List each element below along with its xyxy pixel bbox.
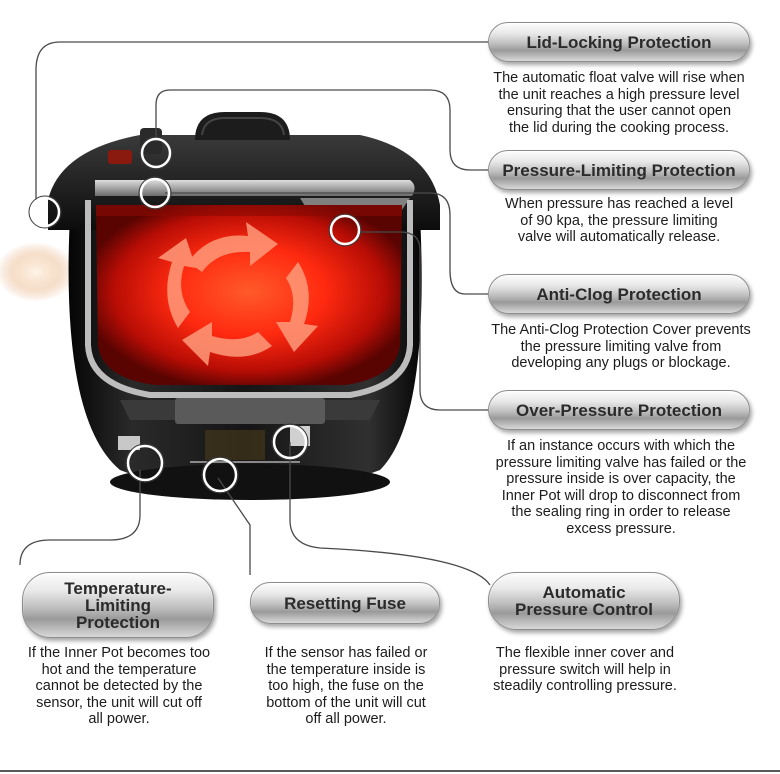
ring-temperature xyxy=(126,444,164,482)
temperature-limiting-description: If the Inner Pot becomes too hot and the… xyxy=(27,645,211,728)
over-pressure-description: If an instance occurs with which the pre… xyxy=(495,438,747,537)
ring-over-pressure xyxy=(329,214,361,246)
inner-cover xyxy=(95,180,415,196)
cooker-base xyxy=(110,464,390,500)
callout-rings xyxy=(29,137,361,493)
inner-pot xyxy=(85,200,413,398)
leader-lines xyxy=(19,41,491,586)
ring-pressure-control xyxy=(272,424,308,460)
lid-handle xyxy=(195,112,290,140)
anti-clog-description: The Anti-Clog Protection Cover prevents … xyxy=(491,322,751,372)
ring-pressure-limiting xyxy=(140,137,172,169)
resetting-fuse-title: Resetting Fuse xyxy=(250,582,440,624)
over-pressure-title: Over-Pressure Protection xyxy=(488,390,750,430)
temperature-limiting-title: Temperature- Limiting Protection xyxy=(22,572,214,638)
lid-locking-title: Lid-Locking Protection xyxy=(488,22,750,62)
resetting-fuse-description: If the sensor has failed or the temperat… xyxy=(264,645,428,728)
circulation-arrows xyxy=(158,222,318,366)
pressure-limiting-title: Pressure-Limiting Protection xyxy=(488,150,750,190)
ring-lid-locking xyxy=(29,196,61,228)
lid-locking-description: The automatic float valve will rise when… xyxy=(493,70,745,136)
ring-anti-clog xyxy=(139,177,171,209)
automatic-pressure-control-title: Automatic Pressure Control xyxy=(488,572,680,630)
automatic-pressure-control-description: The flexible inner cover and pressure sw… xyxy=(493,645,677,695)
pressure-limiting-description: When pressure has reached a level of 90 … xyxy=(504,196,734,246)
anti-clog-title: Anti-Clog Protection xyxy=(488,274,750,314)
steam-left xyxy=(0,242,76,302)
ring-fuse xyxy=(202,457,238,493)
